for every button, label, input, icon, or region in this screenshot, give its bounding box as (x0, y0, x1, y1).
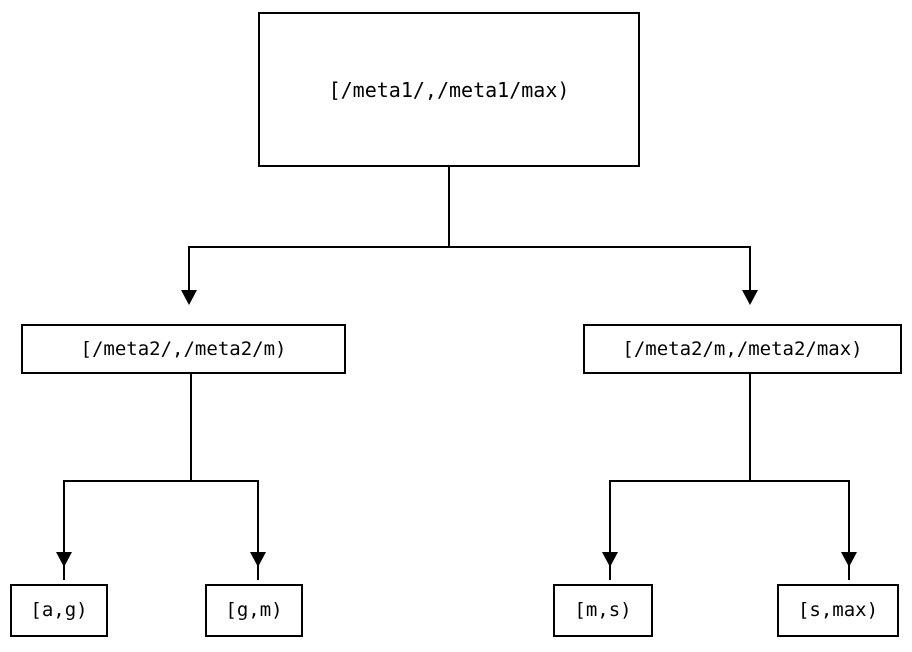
node-leaf-g-m[interactable]: [g,m) (205, 584, 303, 637)
arrowhead-mid-right-to-leaf-4 (841, 552, 857, 567)
node-root-label: [/meta1/,/meta1/max) (328, 77, 570, 102)
node-leaf-m-s-label: [m,s) (574, 599, 632, 621)
edge-mid-left-to-leaf-1-drop (63, 480, 65, 580)
node-leaf-a-g[interactable]: [a,g) (10, 584, 108, 637)
node-mid-right[interactable]: [/meta2/m,/meta2/max) (583, 324, 902, 374)
arrowhead-mid-right-to-leaf-3 (602, 552, 618, 567)
node-root[interactable]: [/meta1/,/meta1/max) (258, 12, 640, 167)
arrowhead-root-to-mid-left (181, 290, 197, 305)
node-leaf-g-m-label: [g,m) (225, 599, 283, 621)
arrowhead-mid-left-to-leaf-1 (56, 552, 72, 567)
edge-mid-left-crossbar (63, 480, 259, 482)
node-mid-right-label: [/meta2/m,/meta2/max) (622, 337, 863, 360)
edge-mid-left-to-leaf-2-drop (257, 480, 259, 580)
edge-root-stem (448, 167, 450, 248)
edge-root-to-mid-right-drop (749, 246, 751, 292)
arrowhead-mid-left-to-leaf-2 (250, 552, 266, 567)
edge-mid-right-stem (749, 374, 751, 482)
edge-root-crossbar (188, 246, 751, 248)
node-leaf-s-max[interactable]: [s,max) (777, 584, 899, 637)
arrowhead-root-to-mid-right (742, 290, 758, 305)
edge-mid-right-to-leaf-3-drop (609, 480, 611, 580)
node-leaf-s-max-label: [s,max) (797, 599, 879, 621)
edge-mid-right-crossbar (609, 480, 850, 482)
node-leaf-m-s[interactable]: [m,s) (553, 584, 653, 637)
edge-mid-right-to-leaf-4-drop (848, 480, 850, 580)
node-mid-left[interactable]: [/meta2/,/meta2/m) (21, 324, 346, 374)
node-mid-left-label: [/meta2/,/meta2/m) (80, 337, 287, 360)
node-leaf-a-g-label: [a,g) (30, 599, 88, 621)
edge-mid-left-stem (190, 374, 192, 482)
edge-root-to-mid-left-drop (188, 246, 190, 292)
